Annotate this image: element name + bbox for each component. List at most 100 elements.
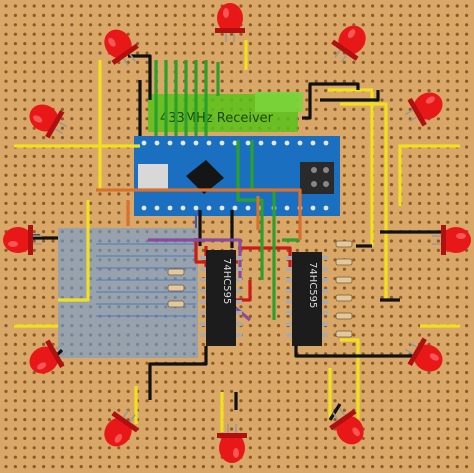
hole xyxy=(389,333,393,337)
hole xyxy=(389,427,393,431)
hole xyxy=(361,183,365,187)
wire xyxy=(128,54,152,100)
chip-pins xyxy=(200,256,328,337)
hole xyxy=(79,436,83,440)
hole xyxy=(389,267,393,271)
hole xyxy=(13,32,17,36)
hole xyxy=(89,117,93,121)
hole xyxy=(239,220,243,224)
hole xyxy=(42,277,46,281)
hole xyxy=(399,42,403,46)
led-highlight xyxy=(108,37,116,47)
led-body xyxy=(336,415,364,445)
hole xyxy=(60,79,64,83)
hole xyxy=(51,295,55,299)
hole xyxy=(389,4,393,8)
hole xyxy=(380,389,384,393)
hole xyxy=(23,305,27,309)
chip-pin xyxy=(322,267,328,271)
hole xyxy=(154,32,158,36)
hole xyxy=(23,201,27,205)
hole xyxy=(389,23,393,27)
hole xyxy=(4,286,8,290)
hole xyxy=(361,23,365,27)
hole xyxy=(305,465,309,469)
hole xyxy=(380,436,384,440)
hole xyxy=(455,126,459,130)
hole xyxy=(13,408,17,412)
hole xyxy=(361,107,365,111)
hole xyxy=(342,126,346,130)
hole xyxy=(352,305,356,309)
hole xyxy=(361,277,365,281)
hole xyxy=(277,361,281,365)
hole xyxy=(164,4,168,8)
hole xyxy=(126,79,130,83)
hole xyxy=(201,23,205,27)
nano-pin xyxy=(245,140,251,146)
hole xyxy=(408,211,412,215)
hole xyxy=(324,51,328,55)
led-lead xyxy=(408,116,418,123)
hole xyxy=(60,173,64,177)
hole xyxy=(465,145,469,149)
hole xyxy=(117,154,121,158)
hole xyxy=(305,399,309,403)
hole xyxy=(70,32,74,36)
hole xyxy=(277,305,281,309)
hole xyxy=(42,239,46,243)
hole xyxy=(89,51,93,55)
hole xyxy=(107,107,111,111)
hole xyxy=(361,295,365,299)
hole xyxy=(352,389,356,393)
hole xyxy=(427,455,431,459)
hole xyxy=(267,389,271,393)
hole xyxy=(436,455,440,459)
hole xyxy=(446,418,450,422)
hole xyxy=(42,183,46,187)
hole xyxy=(465,183,469,187)
led-lead xyxy=(54,128,64,135)
hole xyxy=(60,32,64,36)
hole xyxy=(352,192,356,196)
hole xyxy=(446,286,450,290)
led-lead xyxy=(338,407,346,416)
hole xyxy=(352,145,356,149)
hole xyxy=(286,361,290,365)
hole xyxy=(51,230,55,234)
hole xyxy=(230,399,234,403)
hole xyxy=(154,23,158,27)
hole xyxy=(248,42,252,46)
hole xyxy=(23,446,27,450)
hole xyxy=(173,408,177,412)
hole xyxy=(220,465,224,469)
hole xyxy=(258,408,262,412)
hole xyxy=(380,154,384,158)
hole xyxy=(173,446,177,450)
hole xyxy=(98,436,102,440)
hole xyxy=(70,389,74,393)
hole xyxy=(446,399,450,403)
hole xyxy=(418,295,422,299)
hole xyxy=(436,51,440,55)
hole xyxy=(4,154,8,158)
hole xyxy=(267,295,271,299)
hole xyxy=(211,361,215,365)
hole xyxy=(380,117,384,121)
hole xyxy=(89,201,93,205)
hole xyxy=(418,408,422,412)
hole xyxy=(446,201,450,205)
hole xyxy=(267,465,271,469)
hole xyxy=(455,173,459,177)
hole xyxy=(333,23,337,27)
wire xyxy=(294,346,420,358)
hole xyxy=(23,60,27,64)
hole xyxy=(23,117,27,121)
hole xyxy=(418,239,422,243)
led-body xyxy=(413,92,443,120)
hole xyxy=(399,324,403,328)
hole xyxy=(89,220,93,224)
hole xyxy=(23,286,27,290)
hole xyxy=(107,117,111,121)
hole xyxy=(380,465,384,469)
